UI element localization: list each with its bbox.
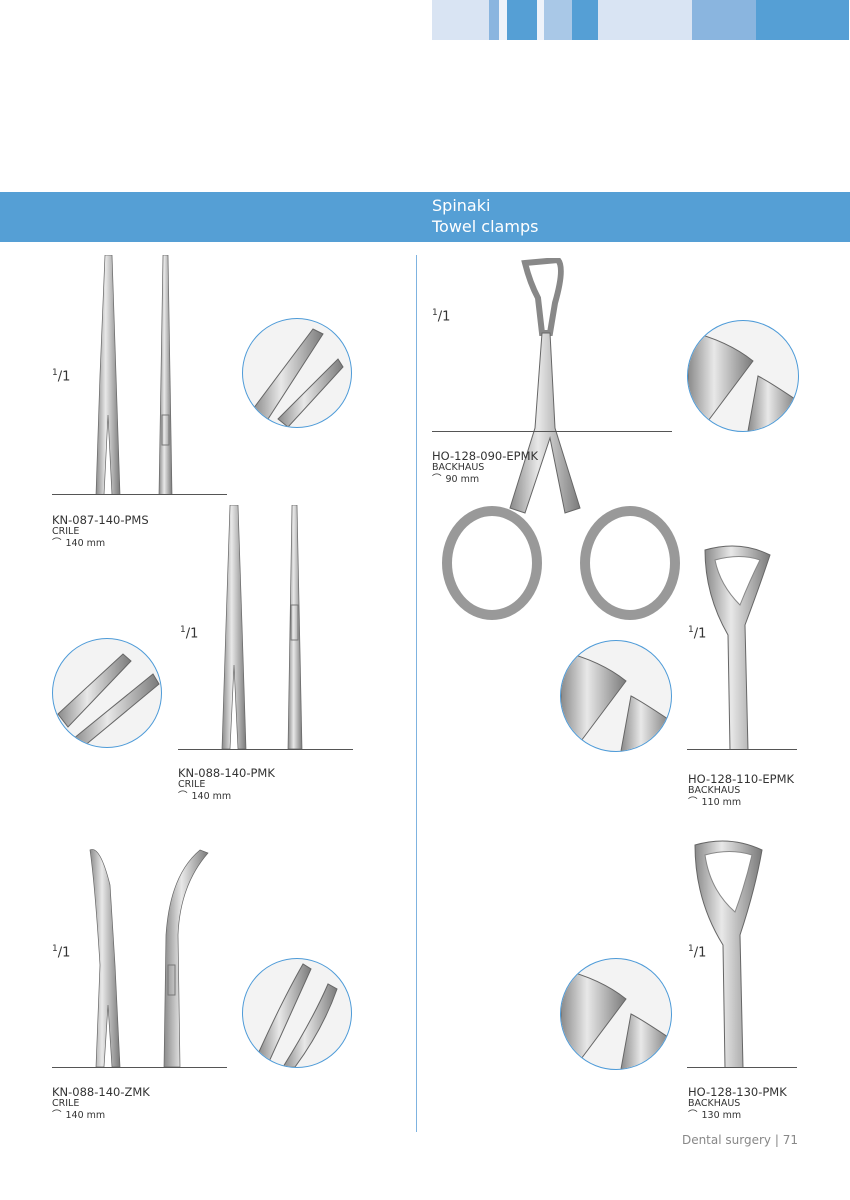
section-title-local: Spinaki — [432, 196, 491, 215]
baseline — [52, 1067, 227, 1068]
tip-detail-circle — [52, 638, 162, 748]
baseline — [687, 749, 797, 750]
product-size: 130 mm — [701, 1110, 742, 1121]
product-label: HO-128-130-PMK BACKHAUS ⌒130 mm — [688, 1086, 787, 1122]
tip-detail-circle — [242, 318, 352, 428]
scale-label: 1/1 — [432, 308, 451, 325]
product-name: BACKHAUS — [688, 785, 741, 796]
product-label: HO-128-090-EPMK BACKHAUS ⌒90 mm — [432, 450, 538, 486]
product-name: BACKHAUS — [432, 462, 485, 473]
product-name: CRILE — [52, 1098, 80, 1109]
scale-label: 1/1 — [180, 625, 199, 642]
baseline — [178, 749, 353, 750]
product-size: 140 mm — [65, 538, 106, 549]
product-size: 140 mm — [191, 791, 232, 802]
tip-detail-circle — [242, 958, 352, 1068]
product-code: KN-088-140-PMK — [178, 766, 275, 780]
product-code: KN-087-140-PMS — [52, 513, 149, 527]
towel-clamp-image — [442, 258, 680, 620]
product-label: KN-088-140-ZMK CRILE ⌒140 mm — [52, 1086, 150, 1122]
baseline — [687, 1067, 797, 1068]
length-icon: ⌒ — [432, 474, 442, 485]
length-icon: ⌒ — [178, 791, 188, 802]
product-label: HO-128-110-EPMK BACKHAUS ⌒110 mm — [688, 773, 794, 809]
length-icon: ⌒ — [52, 538, 62, 549]
straight-forceps-image — [95, 255, 173, 495]
product-code: HO-128-130-PMK — [688, 1085, 787, 1099]
page-number: 71 — [782, 1133, 798, 1147]
product-size: 140 mm — [65, 1110, 106, 1121]
footer-section: Dental surgery — [681, 1133, 772, 1147]
footer-separator: | — [774, 1133, 779, 1147]
product-code: KN-088-140-ZMK — [52, 1085, 150, 1099]
tip-detail-circle — [560, 958, 672, 1070]
product-name: CRILE — [52, 526, 80, 537]
towel-clamp-side-image — [704, 545, 771, 750]
product-size: 110 mm — [701, 797, 742, 808]
product-name: CRILE — [178, 779, 206, 790]
baseline — [52, 494, 227, 495]
scale-label: 1/1 — [688, 944, 707, 961]
product-code: HO-128-110-EPMK — [688, 772, 795, 786]
product-label: KN-088-140-PMK CRILE ⌒140 mm — [178, 767, 275, 803]
length-icon: ⌒ — [688, 797, 698, 808]
product-code: HO-128-090-EPMK — [432, 449, 539, 463]
scale-label: 1/1 — [52, 944, 71, 961]
column-divider — [416, 255, 417, 1132]
curved-forceps-image — [89, 849, 209, 1067]
product-label: KN-087-140-PMS CRILE ⌒140 mm — [52, 514, 149, 550]
scale-label: 1/1 — [52, 368, 71, 385]
section-title-band: Spinaki Towel clamps — [0, 192, 850, 242]
scale-label: 1/1 — [688, 625, 707, 642]
product-name: BACKHAUS — [688, 1098, 741, 1109]
page-footer: Dental surgery | 71 — [682, 1133, 798, 1147]
tip-detail-circle — [560, 640, 672, 752]
straight-forceps-image — [221, 505, 303, 749]
product-size: 90 mm — [445, 474, 480, 485]
baseline — [432, 431, 672, 432]
towel-clamp-side-image — [694, 840, 763, 1068]
length-icon: ⌒ — [52, 1110, 62, 1121]
tip-detail-circle — [687, 320, 799, 432]
length-icon: ⌒ — [688, 1110, 698, 1121]
section-title: Towel clamps — [432, 217, 539, 236]
